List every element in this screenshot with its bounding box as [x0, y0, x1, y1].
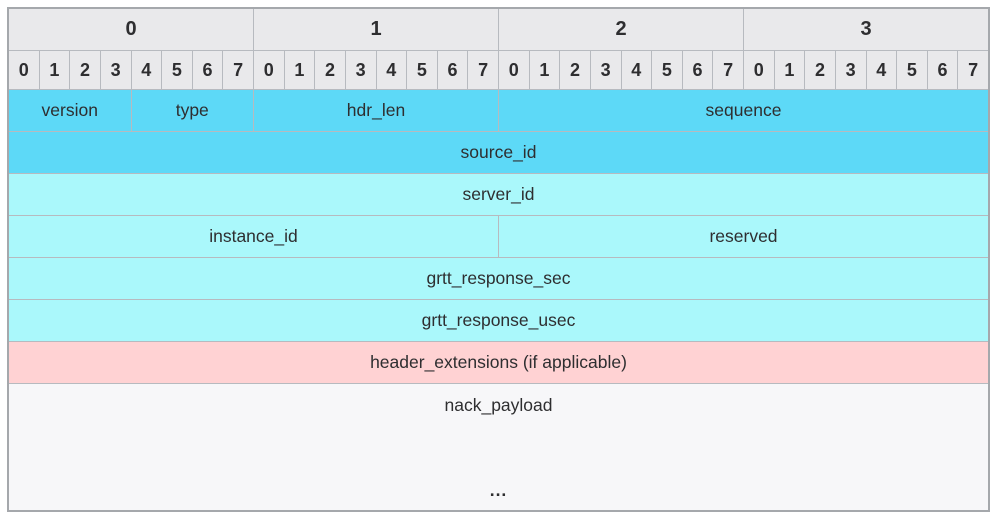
- bit-header: 7: [468, 51, 498, 89]
- bit-header: 3: [345, 51, 376, 89]
- field-grtt-response-usec: grtt_response_usec: [9, 300, 988, 341]
- bit-header: 1: [529, 51, 560, 89]
- byte-header-3: 3: [744, 9, 988, 50]
- bit-header: 0: [9, 51, 39, 89]
- byte-header-2: 2: [499, 9, 743, 50]
- bit-header: 5: [897, 51, 927, 89]
- bit-header: 4: [621, 51, 652, 89]
- bit-header: 3: [100, 51, 131, 89]
- byte-header-0: 0: [9, 9, 253, 50]
- bit-header: 5: [162, 51, 192, 89]
- bit-header: 0: [254, 51, 284, 89]
- bit-header: 1: [39, 51, 70, 89]
- field-type: type: [131, 90, 253, 131]
- nack-payload-ellipsis: ...: [489, 479, 508, 500]
- bit-header: 1: [284, 51, 315, 89]
- packet-diagram-card: 0 1 2 3 0 1 2 3 4 5 6 7 0 1 2 3 4 5 6 7 …: [7, 7, 990, 512]
- bit-header: 5: [652, 51, 682, 89]
- bit-header: 4: [131, 51, 162, 89]
- nack-payload-label: nack_payload: [444, 394, 553, 415]
- bit-header: 2: [805, 51, 835, 89]
- bit-header: 5: [407, 51, 437, 89]
- field-reserved: reserved: [499, 216, 988, 257]
- bit-header: 0: [744, 51, 774, 89]
- bit-header: 2: [70, 51, 100, 89]
- bit-header: 1: [774, 51, 805, 89]
- bit-header: 6: [682, 51, 713, 89]
- bit-header: 7: [958, 51, 988, 89]
- bit-header: 7: [713, 51, 743, 89]
- field-grtt-response-sec: grtt_response_sec: [9, 258, 988, 299]
- field-version: version: [9, 90, 131, 131]
- bit-header: 6: [927, 51, 958, 89]
- field-server-id: server_id: [9, 174, 988, 215]
- bit-header: 6: [437, 51, 468, 89]
- packet-diagram-grid: 0 1 2 3 0 1 2 3 4 5 6 7 0 1 2 3 4 5 6 7 …: [9, 9, 988, 510]
- bit-header: 2: [315, 51, 345, 89]
- bit-header: 0: [499, 51, 529, 89]
- bit-header: 2: [560, 51, 590, 89]
- field-header-extensions: header_extensions (if applicable): [9, 342, 988, 383]
- byte-header-1: 1: [254, 9, 498, 50]
- bit-header: 4: [376, 51, 407, 89]
- field-sequence: sequence: [499, 90, 988, 131]
- field-source-id: source_id: [9, 132, 988, 173]
- bit-header: 3: [835, 51, 866, 89]
- bit-header: 4: [866, 51, 897, 89]
- bit-header: 7: [223, 51, 253, 89]
- field-nack-payload: nack_payload ...: [9, 384, 988, 510]
- bit-header: 6: [192, 51, 223, 89]
- field-hdr-len: hdr_len: [254, 90, 498, 131]
- field-instance-id: instance_id: [9, 216, 498, 257]
- bit-header: 3: [590, 51, 621, 89]
